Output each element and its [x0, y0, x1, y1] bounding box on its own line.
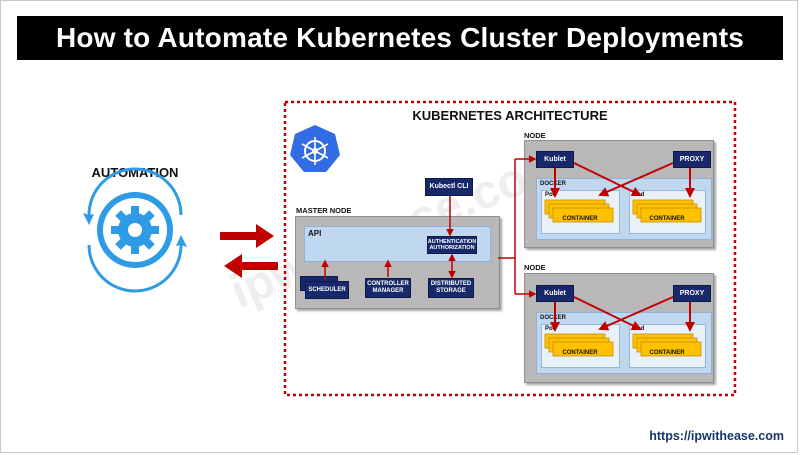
architecture-label: KUBERNETES ARCHITECTURE [412, 108, 608, 123]
automation-arrows [220, 224, 278, 278]
node-2-label: NODE [524, 263, 546, 272]
auth-line-2: AUTHORIZATION [429, 245, 475, 251]
node-1-pod-1-container-label: CONTAINER [562, 216, 598, 222]
node-2-pod-2-container-label: CONTAINER [649, 350, 685, 356]
architecture-border [283, 100, 737, 397]
scheduler-box: SCHEDULER [305, 281, 349, 299]
node-1-pod-2-container-label: CONTAINER [649, 216, 685, 222]
node-2-proxy-to-pod-1 [598, 296, 674, 331]
container-block-2-2 [552, 341, 614, 357]
automation-label: AUTOMATION [91, 165, 179, 180]
node-1-kublet-box: Kublet [536, 151, 574, 168]
node-1-proxy-box: PROXY [673, 151, 711, 168]
node-2-docker-label: DOCKER [540, 315, 567, 321]
api-box [304, 226, 491, 262]
kubectl-cli-box: Kubectl CLI [425, 178, 473, 196]
automation-icon [83, 167, 187, 293]
node-2-kublet-box: Kublet [536, 285, 574, 302]
node-1-docker-label: DOCKER [540, 181, 567, 187]
page-title: How to Automate Kubernetes Cluster Deplo… [17, 16, 783, 60]
node-2-pod-1-container-label: CONTAINER [562, 350, 598, 356]
node-2-proxy-box: PROXY [673, 285, 711, 302]
container-stacks [544, 199, 702, 357]
container-block-1-2 [640, 207, 702, 223]
api-label: API [308, 229, 322, 238]
container-block-3-2 [640, 341, 702, 357]
node-1-proxy-to-pod-1 [598, 162, 674, 197]
node-1-kublet-to-pod-2 [573, 162, 642, 197]
node-2-kublet-to-pod-2 [573, 296, 642, 331]
controller-line-1: CONTROLLER [367, 281, 409, 287]
storage-line-2: STORAGE [436, 288, 466, 294]
container-block-0-2 [552, 207, 614, 223]
node-1-label: NODE [524, 131, 546, 140]
storage-line-1: DISTRIBUTED [430, 281, 472, 287]
auth-line-1: AUTHENTICATION [427, 238, 477, 245]
master-node-label: MASTER NODE [296, 206, 352, 215]
controller-line-2: MANAGER [372, 288, 404, 294]
kubernetes-logo-icon [290, 125, 340, 172]
footer-url[interactable]: https://ipwithease.com [649, 429, 784, 443]
